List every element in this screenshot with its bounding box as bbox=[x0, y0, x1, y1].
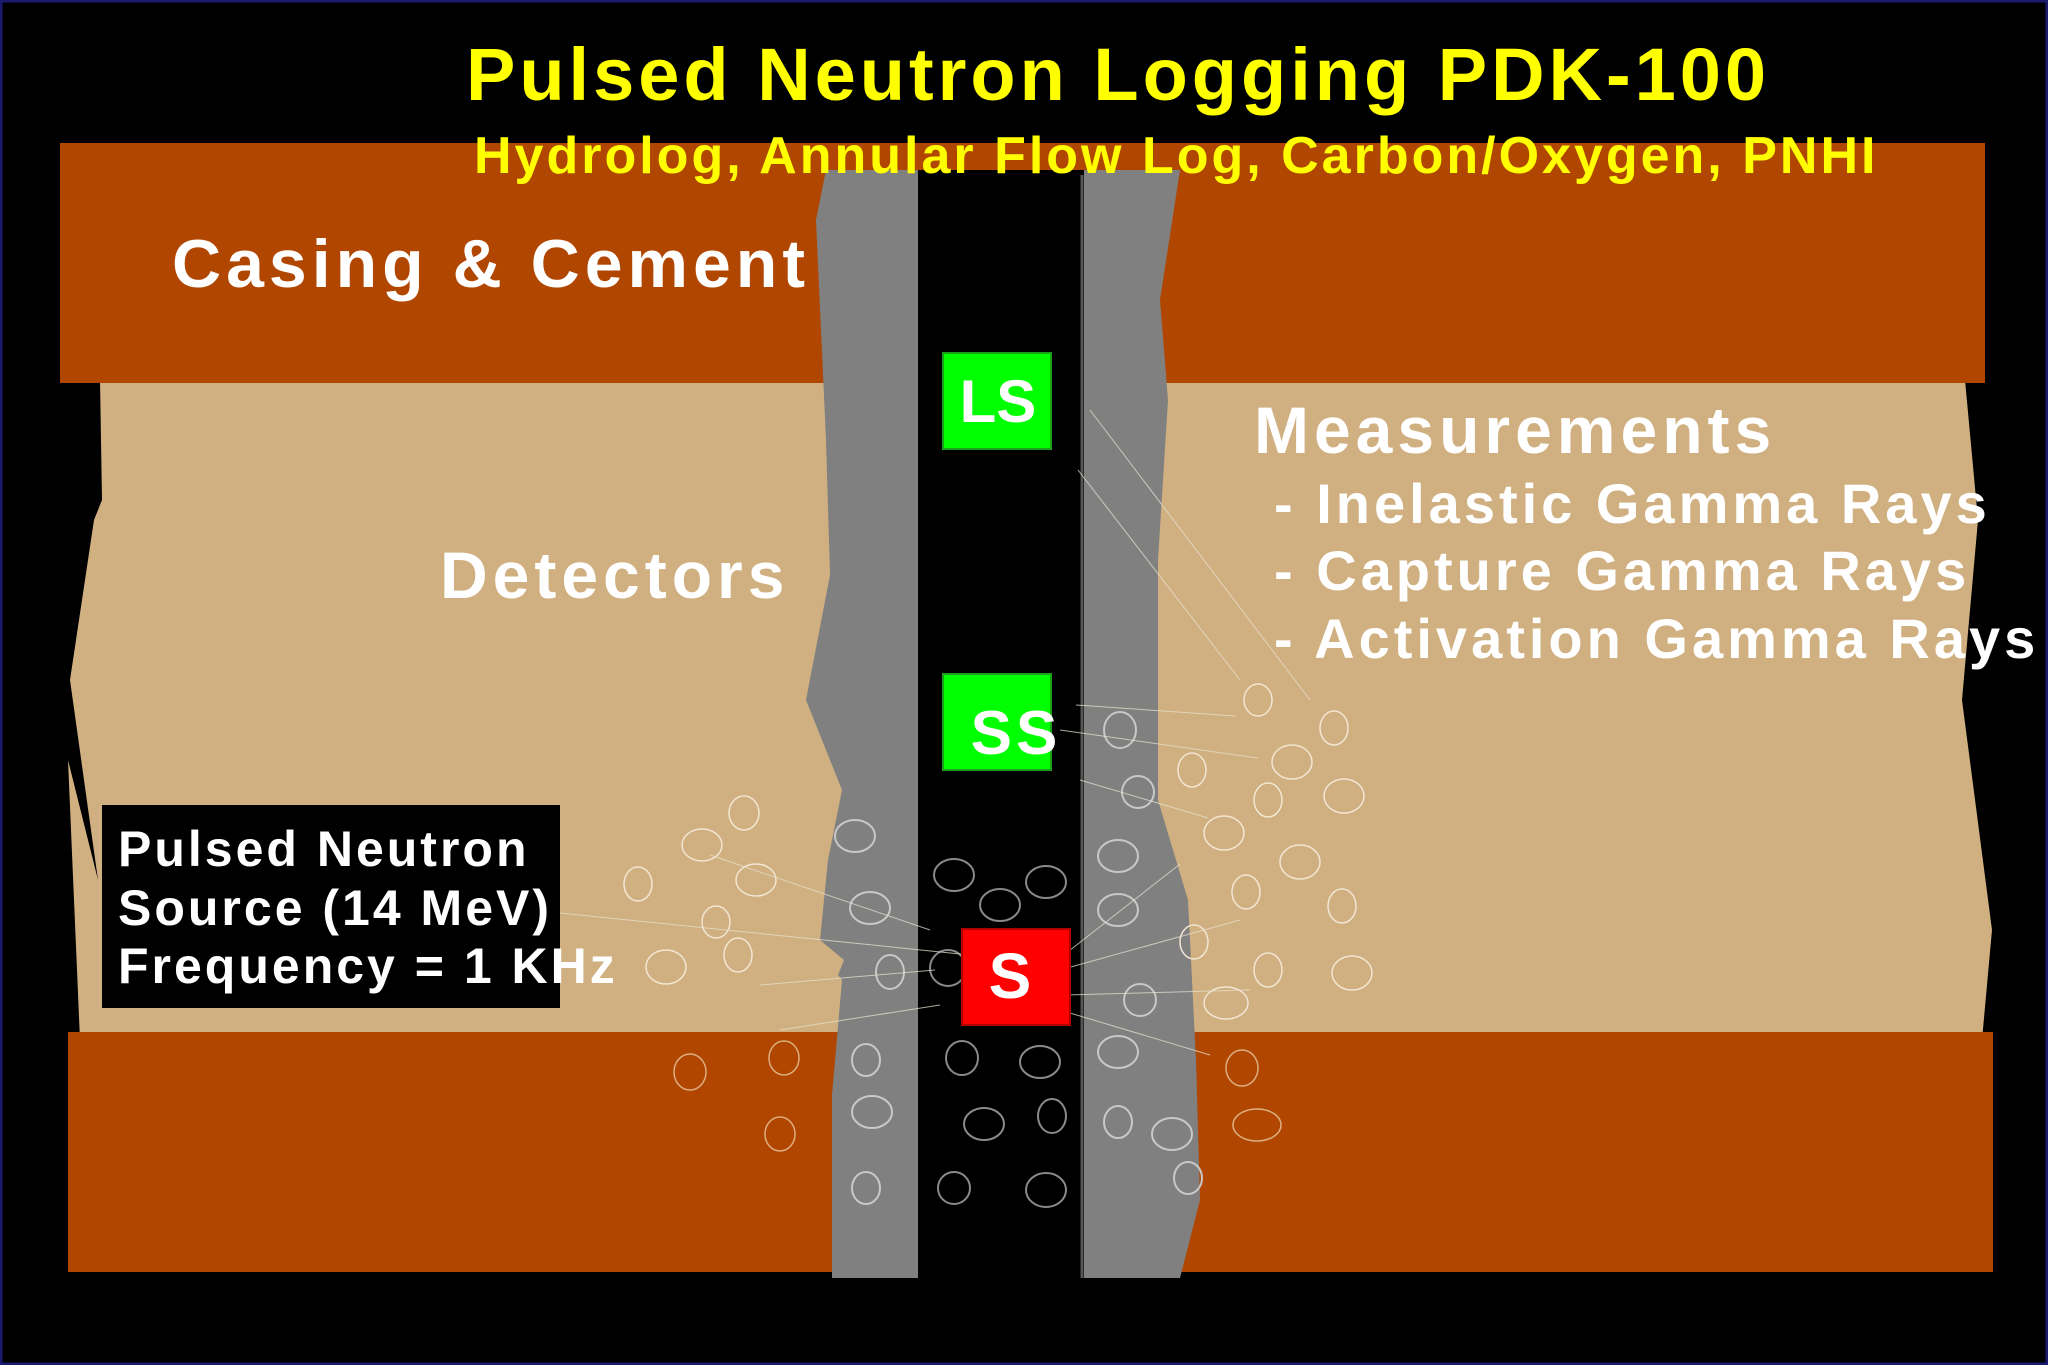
source-info-line: Source (14 MeV) bbox=[118, 880, 552, 936]
casing-cement-label: Casing & Cement bbox=[172, 226, 810, 302]
page-title: Pulsed Neutron Logging PDK-100 bbox=[466, 33, 1770, 116]
source-info-box bbox=[102, 805, 560, 1008]
long-spaced-detector-label: LS bbox=[960, 368, 1037, 435]
neutron-source-label: S bbox=[989, 940, 1032, 1012]
source-info-line: Pulsed Neutron bbox=[118, 821, 529, 877]
particle-field-borehole bbox=[929, 858, 1067, 1208]
measurement-item: - Inelastic Gamma Rays bbox=[1274, 472, 1991, 535]
measurement-item: - Activation Gamma Rays bbox=[1274, 607, 2039, 670]
page-subtitle: Hydrolog, Annular Flow Log, Carbon/Oxyge… bbox=[474, 127, 1878, 185]
gamma-ray-paths bbox=[549, 409, 1311, 1056]
measurements-heading: Measurements bbox=[1254, 393, 1776, 467]
short-spaced-detector bbox=[942, 673, 1052, 771]
detectors-label: Detectors bbox=[440, 538, 789, 612]
short-spaced-detector-label: SS bbox=[971, 699, 1062, 768]
cement-left-wall bbox=[806, 170, 918, 1278]
measurement-item: - Capture Gamma Rays bbox=[1274, 539, 1970, 602]
neutron-source bbox=[961, 928, 1071, 1026]
particle-field-formation bbox=[623, 683, 1373, 1020]
source-info-line: Frequency = 1 KHz bbox=[118, 938, 618, 994]
particle-field-lower-left bbox=[673, 1040, 1282, 1152]
long-spaced-detector bbox=[942, 352, 1052, 450]
cement-right-wall bbox=[1084, 170, 1200, 1278]
